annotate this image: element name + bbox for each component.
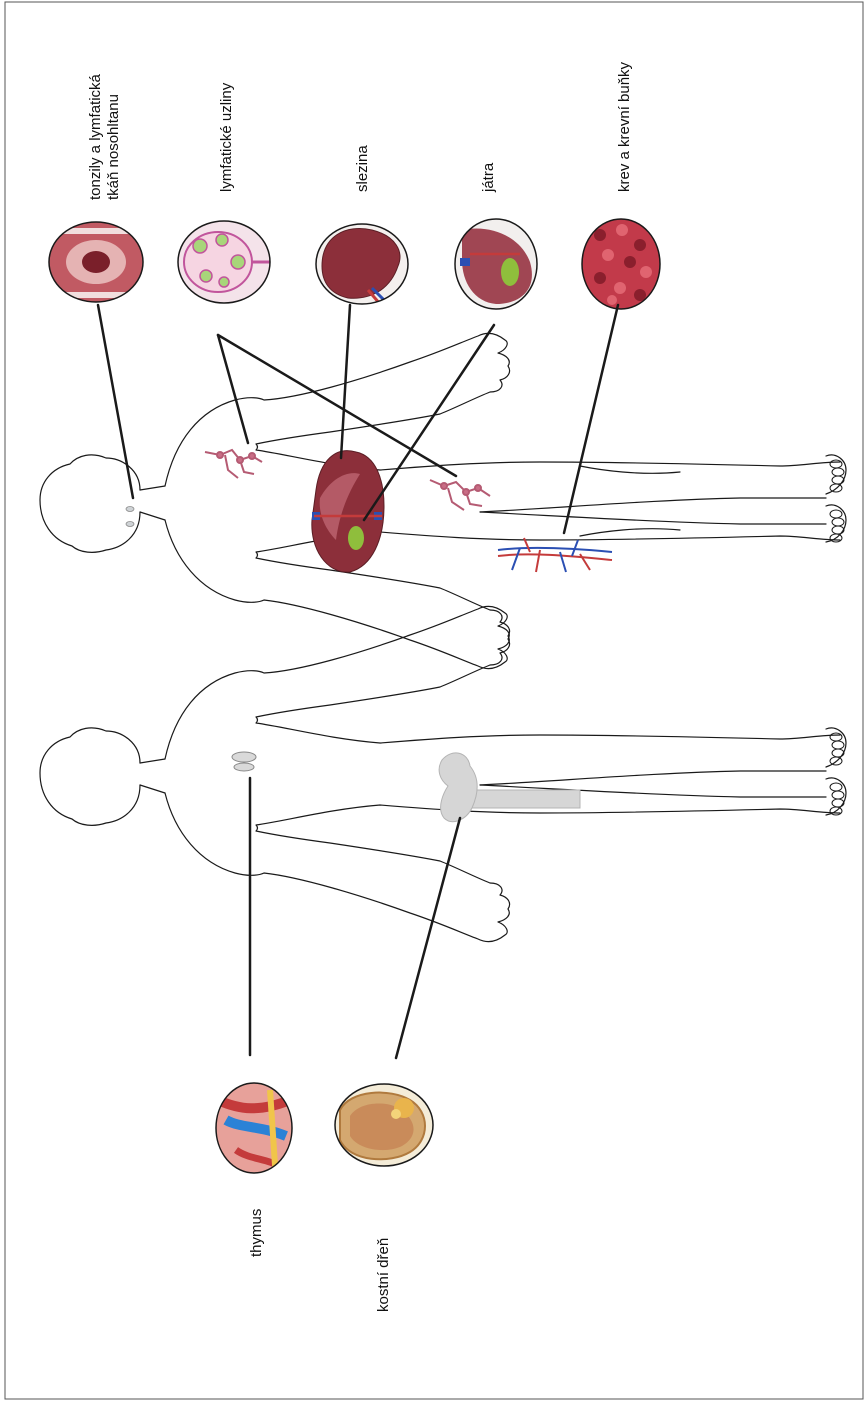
bone-marrow-inset bbox=[330, 1080, 440, 1175]
label-bone-marrow: kostní dřeň bbox=[375, 1238, 392, 1312]
label-tonsils-line2: tkáň nosohltanu bbox=[105, 94, 122, 200]
tonsils-inset bbox=[40, 215, 155, 310]
label-lymph-nodes: lymfatické uzliny bbox=[218, 82, 235, 192]
thymus-inset bbox=[210, 1080, 300, 1180]
blood-cells-inset bbox=[578, 215, 668, 315]
lymph-node-inset bbox=[170, 215, 280, 310]
liver-in-body bbox=[312, 451, 384, 572]
label-thymus: thymus bbox=[248, 1209, 265, 1257]
blood-vessels-in-body bbox=[498, 538, 612, 572]
lymph-network-upper bbox=[205, 450, 262, 478]
toes-bottom bbox=[830, 733, 844, 815]
figure-border bbox=[5, 2, 863, 1399]
femur-in-body bbox=[439, 753, 580, 822]
tonsil-marks bbox=[126, 507, 134, 527]
label-blood: krev a krevní buňky bbox=[616, 61, 633, 192]
liver-inset bbox=[450, 215, 545, 315]
label-spleen: slezina bbox=[354, 145, 371, 192]
label-liver: játra bbox=[480, 162, 497, 193]
thymus-in-body bbox=[232, 752, 256, 771]
body-outline-top bbox=[40, 333, 846, 668]
toes-top bbox=[830, 460, 844, 542]
lymph-network-lower bbox=[430, 480, 490, 510]
spleen-inset bbox=[310, 220, 415, 310]
label-tonsils-line1: tonzily a lymfatická bbox=[87, 73, 104, 200]
